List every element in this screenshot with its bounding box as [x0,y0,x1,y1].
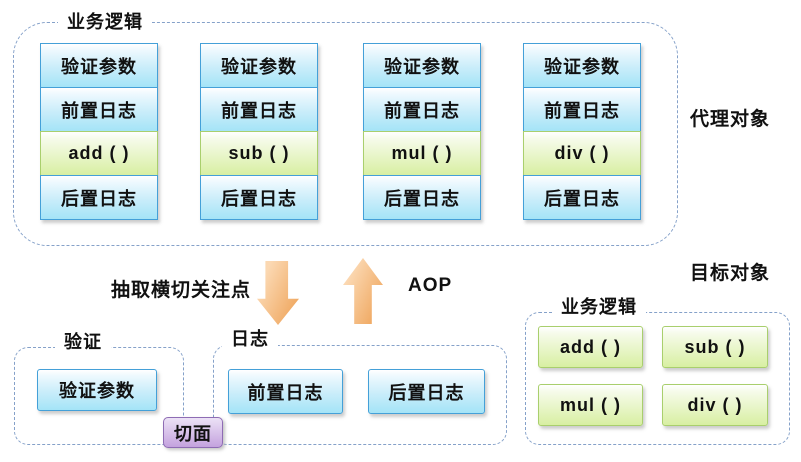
proxy-column-mul: 验证参数 前置日志 mul ( ) 后置日志 [363,43,481,220]
sub-method-chip: sub ( ) [662,326,768,368]
validate-params-cell: 验证参数 [40,43,158,88]
proxy-group-box: 业务逻辑 [13,11,678,246]
pre-log-cell: 前置日志 [40,87,158,132]
aop-label: AOP [408,275,453,296]
proxy-side-label: 代理对象 [690,109,771,130]
post-log-cell: 后置日志 [40,175,158,220]
logging-group-label: 日志 [222,328,278,351]
arrow-up-icon [343,258,383,324]
post-log-cell: 后置日志 [200,175,318,220]
proxy-column-div: 验证参数 前置日志 div ( ) 后置日志 [523,43,641,220]
proxy-group-label: 业务逻辑 [58,11,152,34]
method-cell: mul ( ) [363,131,481,176]
validate-params-cell: 验证参数 [200,43,318,88]
target-group-box: 业务逻辑 [525,296,790,445]
method-cell: div ( ) [523,131,641,176]
post-log-cell: 后置日志 [523,175,641,220]
div-method-chip: div ( ) [662,384,768,426]
validate-params-chip: 验证参数 [37,369,157,411]
method-cell: sub ( ) [200,131,318,176]
validate-params-cell: 验证参数 [523,43,641,88]
mul-method-chip: mul ( ) [538,384,643,426]
validation-group-label: 验证 [55,331,111,354]
target-group-label: 业务逻辑 [552,296,646,319]
pre-log-cell: 前置日志 [200,87,318,132]
arrow-down-icon [257,261,299,325]
target-side-label: 目标对象 [690,263,771,284]
proxy-column-add: 验证参数 前置日志 add ( ) 后置日志 [40,43,158,220]
aspect-badge: 切面 [163,417,223,448]
logging-group-box: 日志 [213,328,507,445]
post-log-cell: 后置日志 [363,175,481,220]
pre-log-cell: 前置日志 [523,87,641,132]
validation-group-box: 验证 [14,331,184,445]
post-log-chip: 后置日志 [368,369,485,414]
proxy-column-sub: 验证参数 前置日志 sub ( ) 后置日志 [200,43,318,220]
method-cell: add ( ) [40,131,158,176]
add-method-chip: add ( ) [538,326,643,368]
extract-concerns-label: 抽取横切关注点 [111,280,252,301]
validate-params-cell: 验证参数 [363,43,481,88]
pre-log-chip: 前置日志 [228,369,343,414]
pre-log-cell: 前置日志 [363,87,481,132]
